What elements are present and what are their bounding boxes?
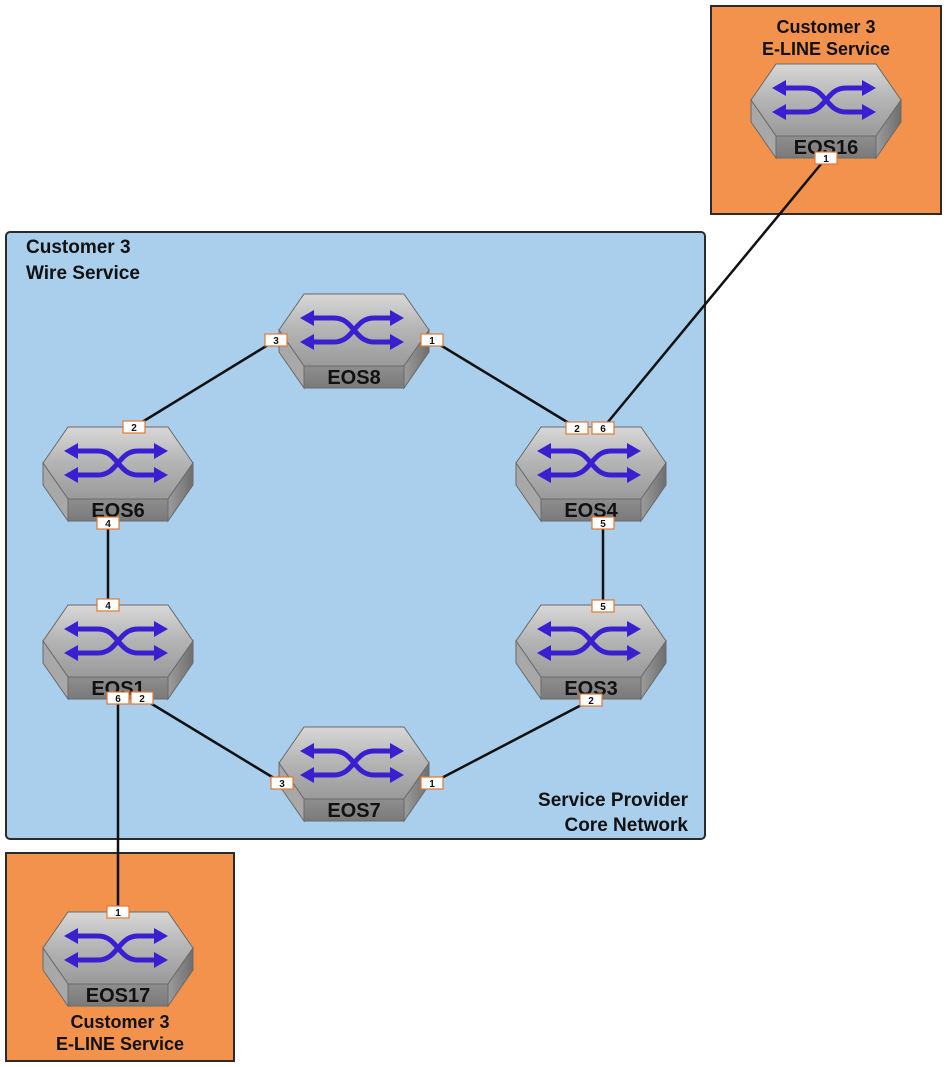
node-eos6[interactable]: EOS6 <box>42 426 194 523</box>
node-label: EOS8 <box>327 367 380 389</box>
port-badge-eos1-2: 2 <box>130 691 154 705</box>
port-badge-eos4-6: 6 <box>591 421 615 435</box>
node-eos1[interactable]: EOS1 <box>42 604 194 701</box>
crossing-arrows-icon <box>772 80 876 120</box>
node-eos16[interactable]: EOS16 <box>750 63 902 160</box>
node-label: EOS16 <box>794 137 858 159</box>
svg-text:1: 1 <box>115 908 121 919</box>
node-label: EOS17 <box>86 985 150 1007</box>
svg-text:3: 3 <box>279 779 285 790</box>
port-badge-eos7-1: 1 <box>420 776 444 790</box>
customer-top-line2: E-LINE Service <box>761 39 891 59</box>
svg-text:4: 4 <box>105 519 111 530</box>
node-eos4[interactable]: EOS4 <box>515 426 667 523</box>
port-badge-eos4-5: 5 <box>591 516 615 530</box>
crossing-arrows-icon <box>300 743 404 783</box>
svg-text:2: 2 <box>139 694 145 705</box>
svg-text:6: 6 <box>600 424 606 435</box>
core-title-line1: Customer 3 <box>26 237 131 258</box>
svg-text:6: 6 <box>115 694 121 705</box>
port-badge-eos6-2: 2 <box>122 420 146 434</box>
port-badge-eos8-3: 3 <box>264 333 288 347</box>
node-eos7[interactable]: EOS7 <box>278 726 430 823</box>
core-footer-line1: Service Provider <box>538 790 688 811</box>
port-badge-eos16-1: 1 <box>814 151 838 165</box>
port-badge-eos4-2: 2 <box>565 421 589 435</box>
port-badge-eos1-6: 6 <box>106 691 130 705</box>
port-badge-eos3-5: 5 <box>591 599 615 613</box>
link-eos4-eos16 <box>602 157 827 429</box>
svg-text:2: 2 <box>131 423 137 434</box>
svg-text:2: 2 <box>588 696 594 707</box>
link-eos8-eos4 <box>431 338 578 430</box>
svg-text:5: 5 <box>600 519 606 530</box>
port-badge-eos17-1: 1 <box>106 905 130 919</box>
link-eos1-eos7 <box>141 696 283 785</box>
link-eos3-eos7 <box>431 698 592 785</box>
customer-bottom-line1: Customer 3 <box>70 1012 170 1032</box>
node-eos8[interactable]: EOS8 <box>278 293 430 390</box>
svg-text:4: 4 <box>105 601 111 612</box>
svg-text:1: 1 <box>823 154 829 165</box>
crossing-arrows-icon <box>537 621 641 661</box>
svg-text:1: 1 <box>429 779 435 790</box>
port-badge-eos1-4: 4 <box>96 598 120 612</box>
port-badge-eos6-4: 4 <box>96 516 120 530</box>
crossing-arrows-icon <box>64 928 168 968</box>
svg-text:5: 5 <box>600 602 606 613</box>
link-eos8-eos6 <box>133 338 277 429</box>
core-footer-line2: Core Network <box>564 815 688 836</box>
port-badge-eos3-2: 2 <box>579 693 603 707</box>
node-eos17[interactable]: EOS17 <box>42 911 194 1008</box>
port-badge-eos7-3: 3 <box>270 776 294 790</box>
svg-text:2: 2 <box>574 424 580 435</box>
node-label: EOS7 <box>327 800 380 822</box>
customer-top-line1: Customer 3 <box>776 17 876 37</box>
svg-text:1: 1 <box>429 336 435 347</box>
crossing-arrows-icon <box>64 621 168 661</box>
crossing-arrows-icon <box>537 443 641 483</box>
port-badge-eos8-1: 1 <box>420 333 444 347</box>
crossing-arrows-icon <box>64 443 168 483</box>
node-label: EOS3 <box>564 678 617 700</box>
crossing-arrows-icon <box>300 310 404 350</box>
node-eos3[interactable]: EOS3 <box>515 604 667 701</box>
customer-bottom-line2: E-LINE Service <box>55 1034 185 1054</box>
core-title-line2: Wire Service <box>26 263 140 284</box>
svg-text:3: 3 <box>273 336 279 347</box>
